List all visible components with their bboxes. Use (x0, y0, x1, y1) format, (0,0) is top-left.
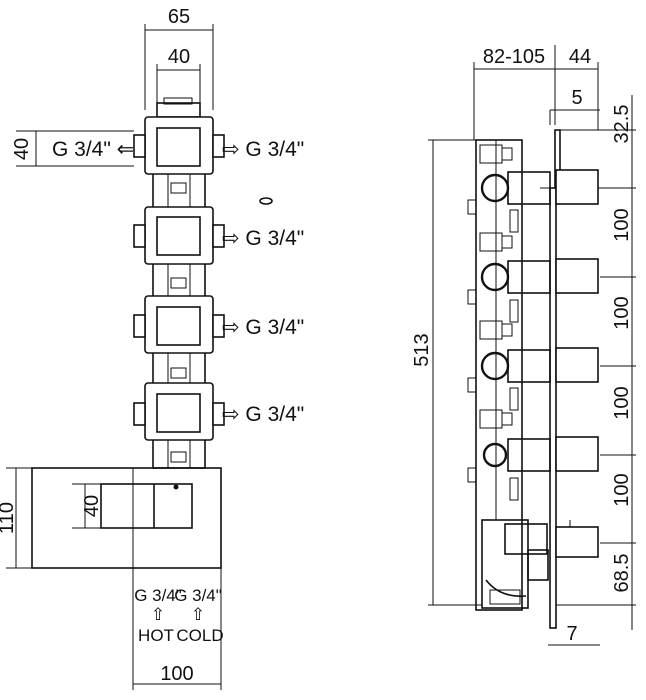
dim-width-65: 65 (168, 6, 190, 28)
cartridge-1 (479, 144, 599, 205)
dim-seg-68-5: 68.5 (611, 554, 633, 593)
outlet-right-label-1: ⇨ G 3/4" (222, 138, 304, 161)
inlet-cold-arrow: ⇧ (191, 605, 205, 624)
dim-height-40-top: 40 (11, 138, 33, 160)
outlet-left-label: G 3/4" ⇐ (52, 138, 134, 161)
dim-width-40: 40 (168, 46, 190, 68)
cartridge-4 (479, 409, 599, 472)
side-view: 82-105 44 5 32.5 100 100 100 100 68.5 51… (411, 45, 636, 646)
dim-depth-82-105: 82-105 (483, 46, 545, 68)
dim-seg-100-c: 100 (611, 386, 633, 419)
inlet-cold-thread: G 3/4" (174, 586, 222, 605)
outlet-right-label-4: ⇨ G 3/4" (222, 403, 304, 426)
dim-offset-5: 5 (571, 87, 582, 109)
cartridge-3 (479, 320, 599, 383)
cold-label: COLD (176, 626, 223, 645)
module-1 (133, 116, 225, 175)
dim-seg-32-5: 32.5 (611, 105, 633, 144)
inlet-hot-thread: G 3/4" (134, 586, 182, 605)
inlet-hot-arrow: ⇧ (151, 605, 165, 624)
cartridge-2 (479, 232, 599, 294)
dim-seg-100-d: 100 (611, 473, 633, 506)
hot-label: HOT (138, 626, 174, 645)
dim-plate-7: 7 (566, 623, 577, 645)
outlet-right-label-3: ⇨ G 3/4" (222, 316, 304, 339)
dim-total-513: 513 (411, 333, 433, 366)
module-3 (133, 295, 225, 354)
outlet-right-label-2: ⇨ G 3/4" (222, 227, 304, 250)
dim-height-110: 110 (0, 502, 18, 534)
module-4 (133, 382, 225, 441)
dim-height-40-bottom: 40 (81, 495, 103, 517)
module-2 (133, 206, 225, 265)
front-view: 65 40 (0, 6, 304, 690)
dim-depth-44: 44 (569, 46, 591, 68)
dim-width-100: 100 (160, 663, 193, 685)
dim-seg-100-b: 100 (611, 296, 633, 329)
dim-seg-100-a: 100 (611, 208, 633, 241)
